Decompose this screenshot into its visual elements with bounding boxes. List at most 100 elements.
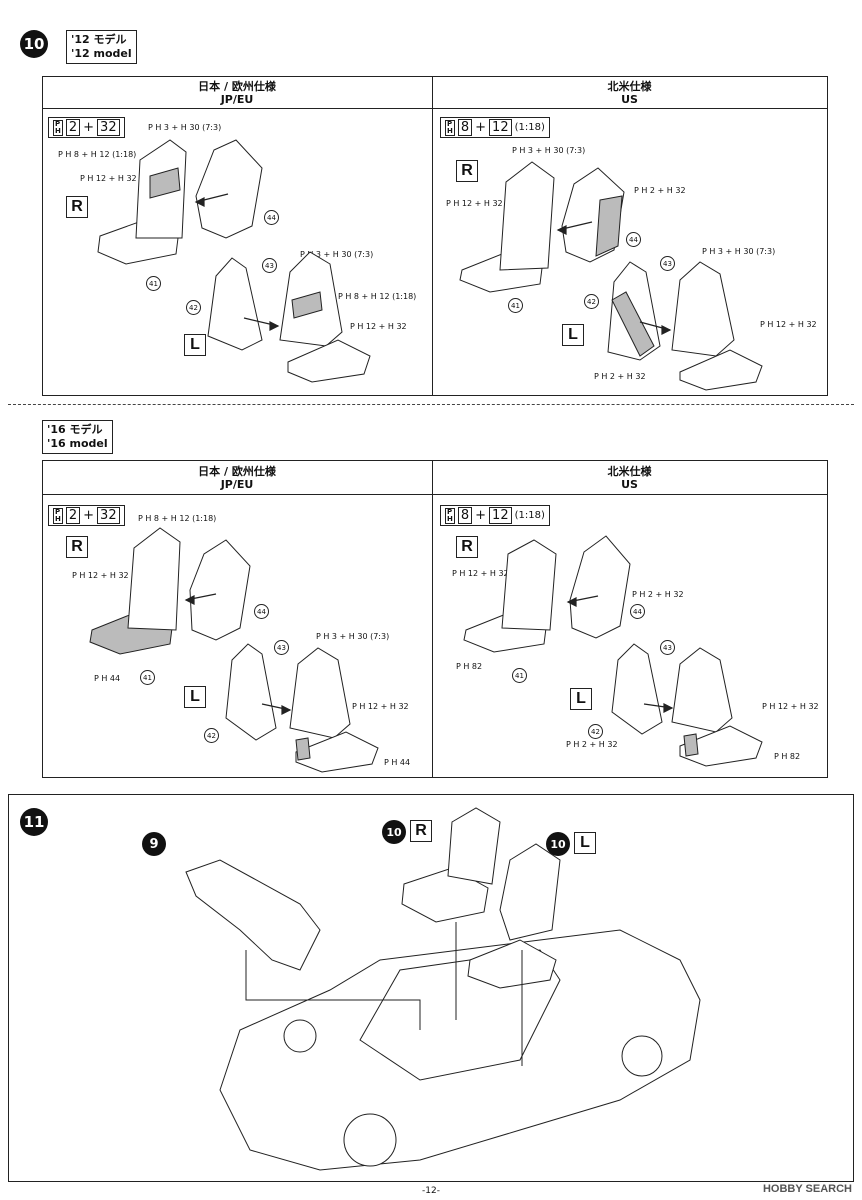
paint-code: 32 (97, 507, 120, 524)
part-44: 44 (630, 604, 645, 619)
col-us-jp: 北米仕様 (607, 465, 652, 478)
col-jpeu-en: JP/EU (220, 478, 254, 491)
paint-code: 8 (457, 119, 473, 136)
label-p2-h32: P H 2 + H 32 (632, 590, 684, 599)
label-p3-h30: P H 3 + H 30 (7:3) (702, 247, 776, 256)
label-p3-h30: P H 3 + H 30 (7:3) (300, 250, 374, 259)
section-divider (8, 404, 854, 405)
divider-12 (432, 76, 433, 396)
paint-ratio: (1:18) (514, 122, 545, 133)
part-41: 41 (146, 276, 161, 291)
step-10-badge: 10 (20, 30, 48, 58)
label-p12-h32: P H 12 + H 32 (80, 174, 137, 183)
part-41: 41 (508, 298, 523, 313)
side-r-marker: R (410, 820, 432, 842)
label-p82: P H 82 (456, 662, 483, 671)
divider-16 (432, 460, 433, 778)
ref-step-9-badge: 9 (142, 832, 166, 856)
label-p2-h32: P H 2 + H 32 (566, 740, 618, 749)
label-p12-h32: P H 12 + H 32 (352, 702, 409, 711)
col-jpeu-en: JP/EU (220, 93, 254, 106)
part-44: 44 (254, 604, 269, 619)
label-p44: P H 44 (94, 674, 121, 683)
paint-code: 12 (489, 119, 512, 136)
part-42: 42 (588, 724, 603, 739)
header-line-16 (42, 494, 828, 495)
paint-plus: + (475, 120, 487, 135)
side-l-marker: L (562, 324, 584, 346)
col-us-12: 北米仕様 US (433, 80, 826, 106)
part-43: 43 (274, 640, 289, 655)
part-43: 43 (262, 258, 277, 273)
side-l-marker: L (184, 334, 206, 356)
paint-ratio: (1:18) (514, 510, 545, 521)
part-43: 43 (660, 640, 675, 655)
part-44: 44 (264, 210, 279, 225)
part-42: 42 (186, 300, 201, 315)
model-16-label: '16 モデル '16 model (42, 420, 113, 454)
part-42: 42 (204, 728, 219, 743)
model-12-label: '12 モデル '12 model (66, 30, 137, 64)
label-p12-h32: P H 12 + H 32 (760, 320, 817, 329)
table-16 (42, 460, 828, 778)
label-p3-h30: P H 3 + H 30 (7:3) (148, 123, 222, 132)
col-us-16: 北米仕様 US (433, 465, 826, 491)
part-42: 42 (584, 294, 599, 309)
paint-code: 12 (489, 507, 512, 524)
col-us-en: US (621, 478, 638, 491)
side-r-marker: R (66, 536, 88, 558)
side-r-marker: R (456, 536, 478, 558)
seat-drawings (89, 139, 763, 773)
col-us-jp: 北米仕様 (607, 80, 652, 93)
col-jpeu-jp: 日本 / 欧州仕様 (198, 80, 276, 93)
side-l-marker: L (570, 688, 592, 710)
step-11-badge: 11 (20, 808, 48, 836)
part-44: 44 (626, 232, 641, 247)
model-12-jp: '12 モデル (71, 33, 127, 46)
paint-plus: + (83, 508, 95, 523)
ref-step-10l-badge: 10 (546, 832, 570, 856)
model-16-en: '16 model (47, 437, 108, 450)
paint-plus: + (475, 508, 487, 523)
label-p12-h32: P H 12 + H 32 (446, 199, 503, 208)
paint-plus: + (83, 120, 95, 135)
label-p12-h32: P H 12 + H 32 (452, 569, 509, 578)
label-p44: P H 44 (384, 758, 411, 767)
side-r-marker: R (456, 160, 478, 182)
side-l-marker: L (184, 686, 206, 708)
model-16-jp: '16 モデル (47, 423, 103, 436)
model-12-en: '12 model (71, 47, 132, 60)
col-us-en: US (621, 93, 638, 106)
part-43: 43 (660, 256, 675, 271)
side-l-marker: L (574, 832, 596, 854)
label-p12-h32: P H 12 + H 32 (72, 571, 129, 580)
label-p8-h12: P H 8 + H 12 (1:18) (58, 150, 137, 159)
label-p2-h32: P H 2 + H 32 (594, 372, 646, 381)
header-line-12 (42, 108, 828, 109)
watermark: HOBBY SEARCH (762, 1183, 852, 1195)
paint-code: 32 (97, 119, 120, 136)
paint-code: 2 (65, 119, 81, 136)
col-jpeu-12: 日本 / 欧州仕様 JP/EU (42, 80, 432, 106)
paint-code: 8 (457, 507, 473, 524)
part-41: 41 (512, 668, 527, 683)
label-p12-h32: P H 12 + H 32 (762, 702, 819, 711)
paint-code: 2 (65, 507, 81, 524)
label-p8-h12: P H 8 + H 12 (1:18) (138, 514, 217, 523)
label-p2-h32: P H 2 + H 32 (634, 186, 686, 195)
table-12 (42, 76, 828, 396)
part-41: 41 (140, 670, 155, 685)
label-p12-h32: P H 12 + H 32 (350, 322, 407, 331)
ref-step-10r-badge: 10 (382, 820, 406, 844)
label-p3-h30: P H 3 + H 30 (7:3) (316, 632, 390, 641)
side-r-marker: R (66, 196, 88, 218)
col-jpeu-16: 日本 / 欧州仕様 JP/EU (42, 465, 432, 491)
